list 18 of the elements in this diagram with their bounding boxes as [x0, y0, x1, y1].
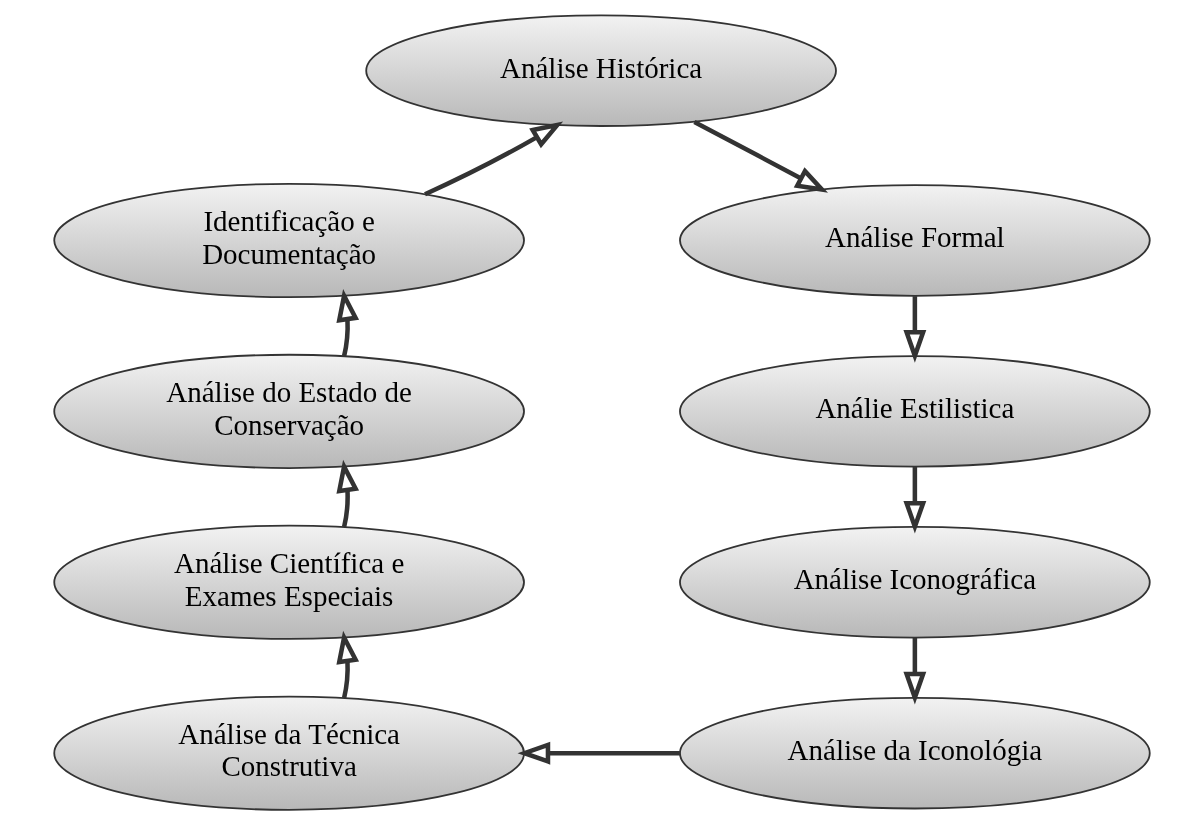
node-ellipse: Análise do Estado de Conservação: [52, 353, 525, 469]
arrow: [692, 119, 828, 193]
arrow: [335, 288, 359, 357]
node-ellipse: Análise da Iconológia: [678, 696, 1151, 810]
arrow: [902, 637, 926, 705]
node-ellipse: Análise da Técnica Construtiva: [52, 695, 525, 811]
node-ellipse: Análise Formal: [678, 184, 1151, 297]
arrow: [517, 741, 680, 765]
arrow: [902, 467, 926, 534]
arrow: [902, 296, 926, 363]
node-ellipse: Análise Científica e Exames Especiais: [52, 524, 525, 640]
node-ellipse: Análise Iconográfica: [678, 526, 1151, 639]
arrow: [335, 459, 359, 528]
node-ellipse: Análie Estilistica: [678, 355, 1151, 468]
arrow: [335, 630, 359, 699]
node-ellipse: Análise Histórica: [364, 14, 837, 127]
node-ellipse: Identificação e Documentação: [52, 182, 525, 299]
arrow: [423, 121, 563, 197]
